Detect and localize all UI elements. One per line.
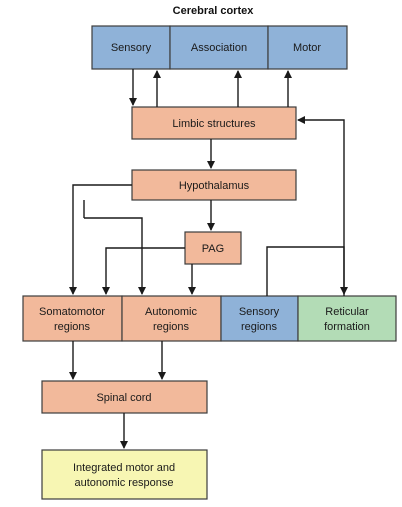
arrow-reticular-to-limbic bbox=[297, 116, 345, 296]
autonomic-regions-label-2: regions bbox=[153, 321, 190, 333]
cortex-sensory-label: Sensory bbox=[111, 42, 152, 54]
autonomic-regions-label-1: Autonomic bbox=[145, 306, 197, 318]
somatomotor-regions-label-2: regions bbox=[54, 321, 91, 333]
sensory-regions-label-1: Sensory bbox=[239, 306, 280, 318]
arrow-pag-to-somatomotor bbox=[102, 247, 185, 295]
cortex-row: Sensory Association Motor bbox=[91, 25, 348, 70]
integrated-response-label-1: Integrated motor and bbox=[73, 462, 175, 474]
limbic-structures-box bbox=[131, 106, 297, 140]
arrow-hypothalamus-to-somatomotor bbox=[69, 184, 132, 295]
somatomotor-regions-label-1: Somatomotor bbox=[39, 306, 105, 318]
arrow-hypothalamus-to-autonomic bbox=[84, 217, 146, 295]
sensory-regions-box bbox=[220, 295, 299, 342]
integrated-response-label-2: autonomic response bbox=[74, 477, 173, 489]
cortex-motor-box bbox=[267, 25, 348, 70]
reticular-formation-label-2: formation bbox=[324, 321, 370, 333]
connections bbox=[69, 69, 348, 449]
hypothalamus-box bbox=[131, 169, 297, 201]
somatomotor-regions-box bbox=[22, 295, 123, 342]
cortex-association-box bbox=[169, 25, 269, 70]
regions-row: Somatomotor regions Autonomic regions Se… bbox=[22, 295, 397, 342]
spinal-cord-label: Spinal cord bbox=[96, 392, 151, 404]
arrow-sensory-regions-to-reticular bbox=[266, 246, 348, 296]
autonomic-regions-box bbox=[121, 295, 222, 342]
cortex-sensory-box bbox=[91, 25, 171, 70]
sensory-regions-label-2: regions bbox=[241, 321, 278, 333]
diagram-title: Cerebral cortex bbox=[173, 5, 255, 17]
pag-label: PAG bbox=[202, 243, 224, 255]
cortex-motor-label: Motor bbox=[293, 42, 321, 54]
integrated-response-box bbox=[41, 449, 208, 500]
hypothalamus-label: Hypothalamus bbox=[179, 180, 250, 192]
reticular-formation-box bbox=[297, 295, 397, 342]
cortex-association-label: Association bbox=[191, 42, 247, 54]
reticular-formation-label-1: Reticular bbox=[325, 306, 369, 318]
limbic-structures-label: Limbic structures bbox=[172, 118, 256, 130]
